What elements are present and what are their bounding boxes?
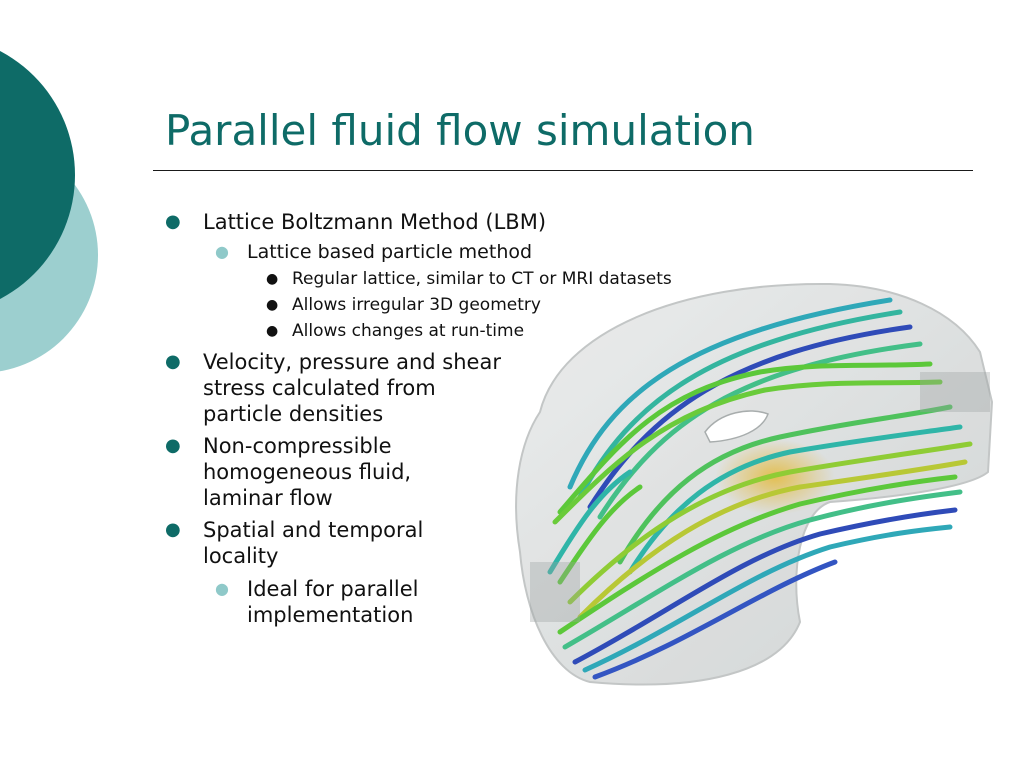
bullet-text-line: laminar flow: [203, 486, 333, 510]
bullet-marker: ●: [165, 211, 181, 232]
bullet-item: ● Ideal for parallel implementation: [215, 576, 419, 628]
bullet-text-line: particle densities: [203, 402, 384, 426]
bullet-item: ● Velocity, pressure and shear stress ca…: [165, 349, 501, 427]
bullet-marker: ●: [215, 242, 229, 261]
bullet-marker: ●: [165, 519, 181, 540]
bullet-item: ● Lattice Boltzmann Method (LBM): [165, 209, 547, 235]
bullet-item: ● Non-compressible homogeneous fluid, la…: [165, 433, 412, 511]
bullet-marker: ●: [165, 435, 181, 456]
bullet-text-line: locality: [203, 544, 279, 568]
bullet-marker: ●: [215, 579, 229, 598]
bullet-text: Lattice based particle method: [247, 241, 533, 263]
bullet-text-line: Non-compressible: [203, 434, 392, 458]
bullet-text-line: Spatial and temporal: [203, 518, 424, 542]
lattice-texture: [920, 372, 990, 412]
streamlines: [547, 297, 973, 680]
vessel-hole: [704, 410, 769, 443]
bullet-text-line: homogeneous fluid,: [203, 460, 412, 484]
lattice-texture-lower: [530, 562, 580, 622]
title-divider: [153, 170, 973, 171]
bullet-item: ● Lattice based particle method: [215, 240, 533, 264]
bullet-marker: ●: [266, 323, 279, 339]
bullet-text-line: implementation: [247, 603, 414, 627]
bullet-marker: ●: [165, 351, 181, 372]
bullet-text: Lattice Boltzmann Method (LBM): [203, 210, 547, 234]
bullet-item: ● Allows changes at run-time: [266, 320, 525, 342]
bullet-marker: ●: [266, 271, 279, 287]
bullet-text-line: Velocity, pressure and shear: [203, 350, 501, 374]
decorative-circles: [0, 51, 98, 372]
bullet-marker: ●: [266, 297, 279, 313]
bullet-text-line: stress calculated from: [203, 376, 436, 400]
bullet-item: ● Spatial and temporal locality: [165, 517, 424, 569]
fluid-flow-streamlines-image: [515, 282, 994, 686]
dark-teal-circle: [0, 51, 75, 299]
slide-title: Parallel fluid flow simulation: [165, 106, 755, 155]
bullet-text: Allows changes at run-time: [292, 321, 525, 341]
bullet-text-line: Ideal for parallel: [247, 577, 419, 601]
